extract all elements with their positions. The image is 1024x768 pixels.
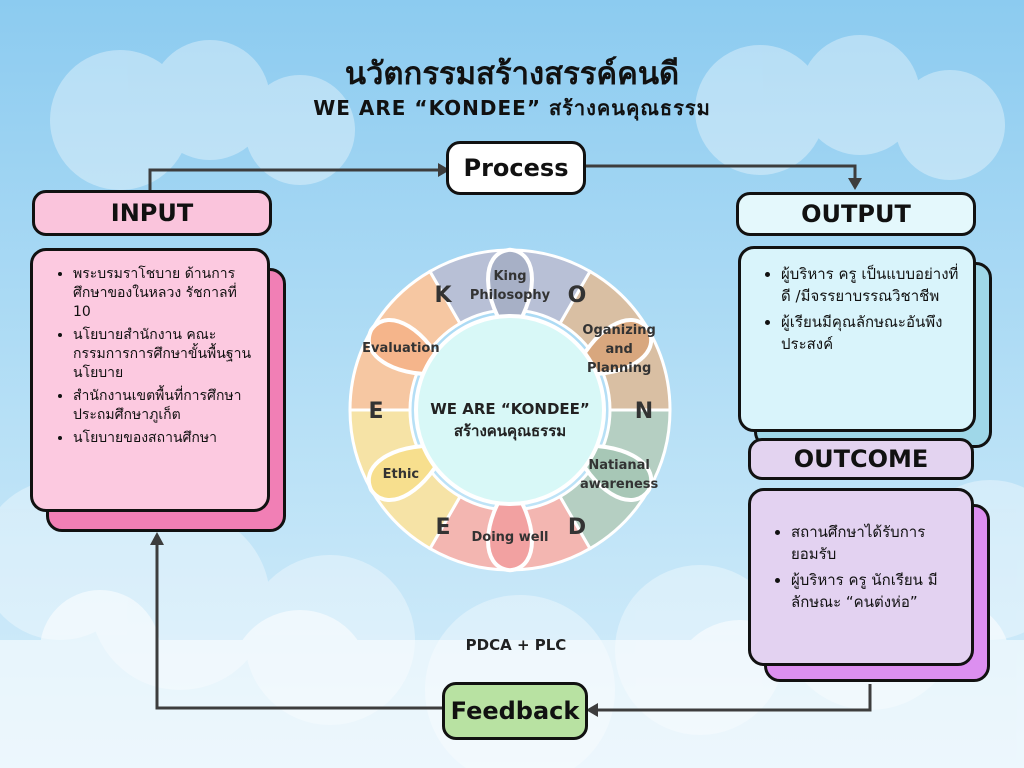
ring-letter: E — [435, 515, 450, 540]
input-item: นโยบายของสถานศึกษา — [73, 429, 257, 448]
ring-letter: N — [635, 399, 653, 424]
input-panel: พระบรมราโชบาย ด้านการศึกษาของในหลวง รัชก… — [30, 248, 270, 512]
petal — [571, 444, 653, 502]
outcome-item: ผู้บริหาร ครู นักเรียน มีลักษณะ “คนต่งห่… — [791, 569, 961, 613]
center-label-line2: สร้างคนคุณธรรม — [453, 422, 567, 440]
pdca-plc-label: PDCA + PLC — [465, 636, 567, 654]
ring-letter: O — [568, 283, 587, 308]
process-box: Process — [446, 141, 586, 195]
petal-label: Doing well — [471, 530, 548, 545]
petal-shape — [571, 444, 653, 502]
feedback-box: Feedback — [442, 682, 588, 740]
output-panel: ผู้บริหาร ครู เป็นแบบอย่างที่ดี /มีจรรยา… — [738, 246, 976, 432]
output-item: ผู้บริหาร ครู เป็นแบบอย่างที่ดี /มีจรรยา… — [781, 263, 963, 307]
petal — [486, 247, 534, 340]
petal-shape — [367, 444, 449, 502]
petal — [367, 444, 449, 502]
ring-letter: D — [568, 515, 586, 540]
input-item: นโยบายสำนักงาน คณะกรรมการการศึกษาขั้นพื้… — [73, 326, 257, 383]
petal-shape — [486, 480, 534, 573]
petal-shape — [367, 318, 449, 376]
petal — [367, 318, 449, 376]
ring-letter: K — [434, 283, 452, 308]
petal — [571, 318, 653, 376]
input-item: สำนักงานเขตพื้นที่การศึกษาประถมศึกษาภูเก… — [73, 387, 257, 425]
output-header: OUTPUT — [736, 192, 976, 236]
output-item: ผู้เรียนมีคุณลักษณะอันพึงประสงค์ — [781, 311, 963, 355]
petal — [486, 480, 534, 573]
petal-label: Evaluation — [362, 341, 439, 356]
petal-shape — [486, 247, 534, 340]
ring-letter: E — [368, 399, 383, 424]
center-circle — [414, 314, 606, 506]
outcome-panel: สถานศึกษาได้รับการยอมรับ ผู้บริหาร ครู น… — [748, 488, 974, 666]
outcome-item: สถานศึกษาได้รับการยอมรับ — [791, 521, 961, 565]
center-label-line1: WE ARE “KONDEE” — [430, 400, 590, 418]
petal-label: Ethic — [383, 467, 420, 482]
page-title: นวัตกรรมสร้างสรรค์คนดี — [344, 56, 680, 92]
input-item: พระบรมราโชบาย ด้านการศึกษาของในหลวง รัชก… — [73, 265, 257, 322]
outcome-header: OUTCOME — [748, 438, 974, 480]
page-subtitle: WE ARE “KONDEE” สร้างคนคุณธรรม — [313, 96, 711, 120]
center-label: WE ARE “KONDEE” สร้างคนคุณธรรม — [410, 398, 610, 442]
petal-shape — [571, 318, 653, 376]
input-header: INPUT — [32, 190, 272, 236]
